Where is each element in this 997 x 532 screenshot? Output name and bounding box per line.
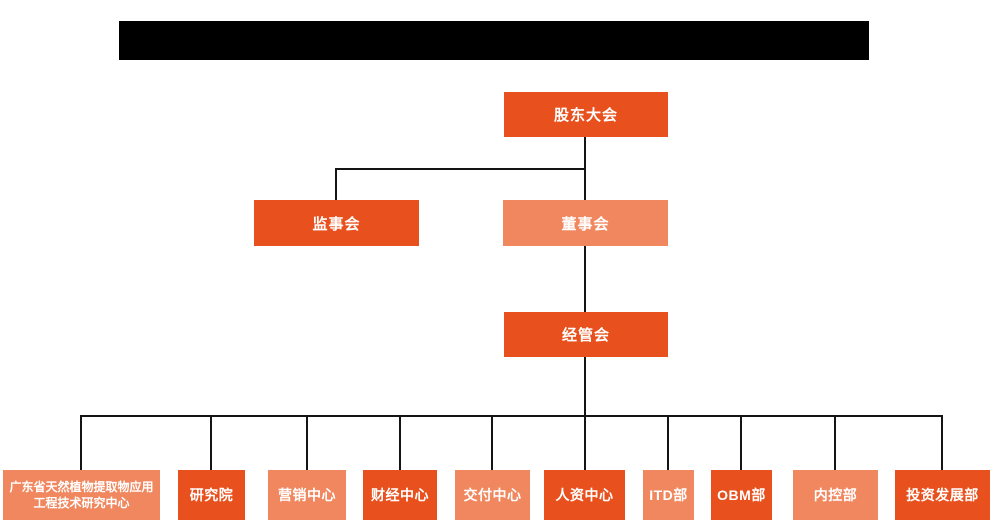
org-node-label: 营销中心 bbox=[278, 487, 336, 503]
connector-drop-dept-10 bbox=[941, 415, 943, 470]
org-node-label: 广东省天然植物提取物应用工程技术研究中心 bbox=[9, 479, 154, 510]
org-node-label: ITD部 bbox=[649, 487, 688, 503]
org-node-label: 投资发展部 bbox=[906, 487, 979, 503]
org-node-label: 监事会 bbox=[312, 215, 361, 233]
connector-drop-dept-9 bbox=[834, 415, 836, 470]
org-node-label: 经管会 bbox=[561, 327, 610, 344]
redacted-title-bar bbox=[119, 21, 869, 60]
org-node-label: 研究院 bbox=[189, 487, 234, 503]
connector-department-bus bbox=[81, 415, 943, 417]
org-node-hr-center: 人资中心 bbox=[544, 470, 625, 520]
connector-board-to-management bbox=[584, 246, 586, 312]
connector-drop-dept-1 bbox=[80, 415, 82, 470]
connector-drop-dept-2 bbox=[210, 415, 212, 470]
org-node-obm-department: OBM部 bbox=[711, 470, 772, 520]
org-node-supervisory-board: 监事会 bbox=[254, 200, 419, 246]
connector-branch-horizontal bbox=[335, 168, 586, 170]
org-node-management-committee: 经管会 bbox=[504, 312, 668, 357]
org-node-investment-development-department: 投资发展部 bbox=[895, 470, 990, 520]
org-node-internal-control-department: 内控部 bbox=[793, 470, 878, 520]
org-node-label: 董事会 bbox=[561, 215, 610, 233]
connector-drop-dept-3 bbox=[306, 415, 308, 470]
connector-management-to-bus bbox=[584, 357, 586, 470]
org-node-shareholders-meeting: 股东大会 bbox=[504, 92, 668, 137]
org-node-marketing-center: 营销中心 bbox=[268, 470, 346, 520]
connector-drop-dept-4 bbox=[399, 415, 401, 470]
org-node-label: 财经中心 bbox=[371, 487, 429, 503]
org-node-finance-center: 财经中心 bbox=[363, 470, 437, 520]
org-node-label: 内控部 bbox=[813, 487, 858, 503]
org-node-board-of-directors: 董事会 bbox=[503, 200, 668, 246]
connector-drop-dept-8 bbox=[740, 415, 742, 470]
org-node-label: 交付中心 bbox=[463, 487, 522, 503]
connector-branch-to-supervisory bbox=[335, 168, 337, 200]
org-node-delivery-center: 交付中心 bbox=[455, 470, 530, 520]
connector-drop-dept-5 bbox=[491, 415, 493, 470]
org-node-label: OBM部 bbox=[717, 487, 766, 503]
org-node-research-center-guangdong: 广东省天然植物提取物应用工程技术研究中心 bbox=[3, 470, 160, 520]
connector-drop-dept-7 bbox=[667, 415, 669, 470]
org-node-itd-department: ITD部 bbox=[643, 470, 694, 520]
org-node-label: 人资中心 bbox=[555, 487, 614, 503]
org-node-research-institute: 研究院 bbox=[178, 470, 245, 520]
org-node-label: 股东大会 bbox=[553, 107, 618, 124]
